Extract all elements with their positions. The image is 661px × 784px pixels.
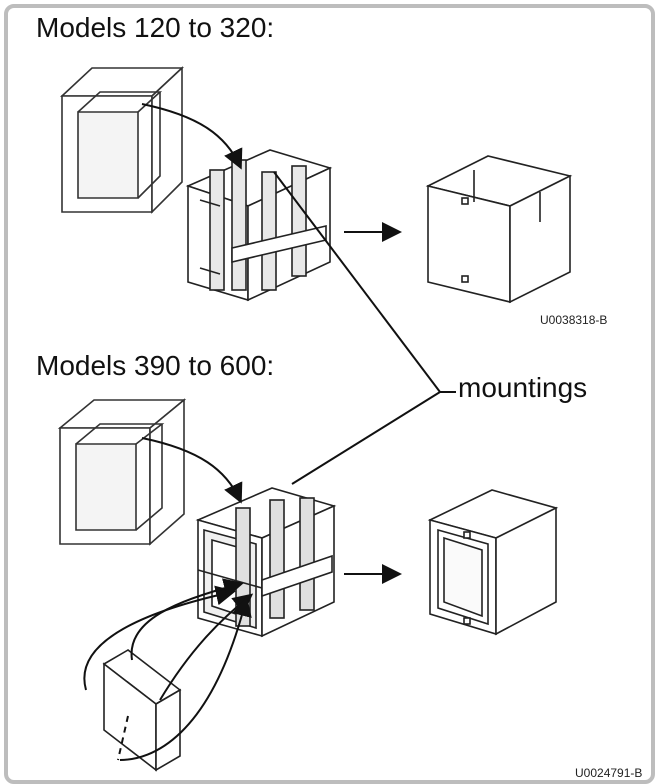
mountings-leader-top — [273, 171, 441, 393]
cover-sleeve-bottom — [57, 398, 187, 546]
panel-insert-curve-dashed — [117, 715, 129, 761]
mountings-leader-bottom — [291, 391, 441, 485]
unit-with-mountings-top — [185, 149, 333, 302]
drawing-code-bottom: U0024791-B — [575, 766, 643, 780]
models-390-600-title: Models 390 to 600: — [36, 350, 275, 381]
insert-arrow-bottom — [141, 437, 243, 504]
panel-insert-curve-2 — [130, 578, 244, 661]
unit-with-mountings-bottom — [195, 487, 337, 638]
panel-insert-curve-4 — [119, 596, 252, 761]
insert-arrow-top — [141, 103, 243, 170]
panel-insert-curve-1 — [83, 585, 236, 691]
models-120-320-title: Models 120 to 320: — [36, 12, 275, 43]
cover-sleeve-top — [59, 66, 185, 214]
mountings-label: mountings — [458, 372, 588, 403]
assembled-unit-top — [425, 155, 573, 304]
front-panel — [102, 649, 182, 772]
assembled-unit-bottom — [427, 489, 559, 636]
drawing-code-top: U0038318-B — [540, 313, 608, 327]
